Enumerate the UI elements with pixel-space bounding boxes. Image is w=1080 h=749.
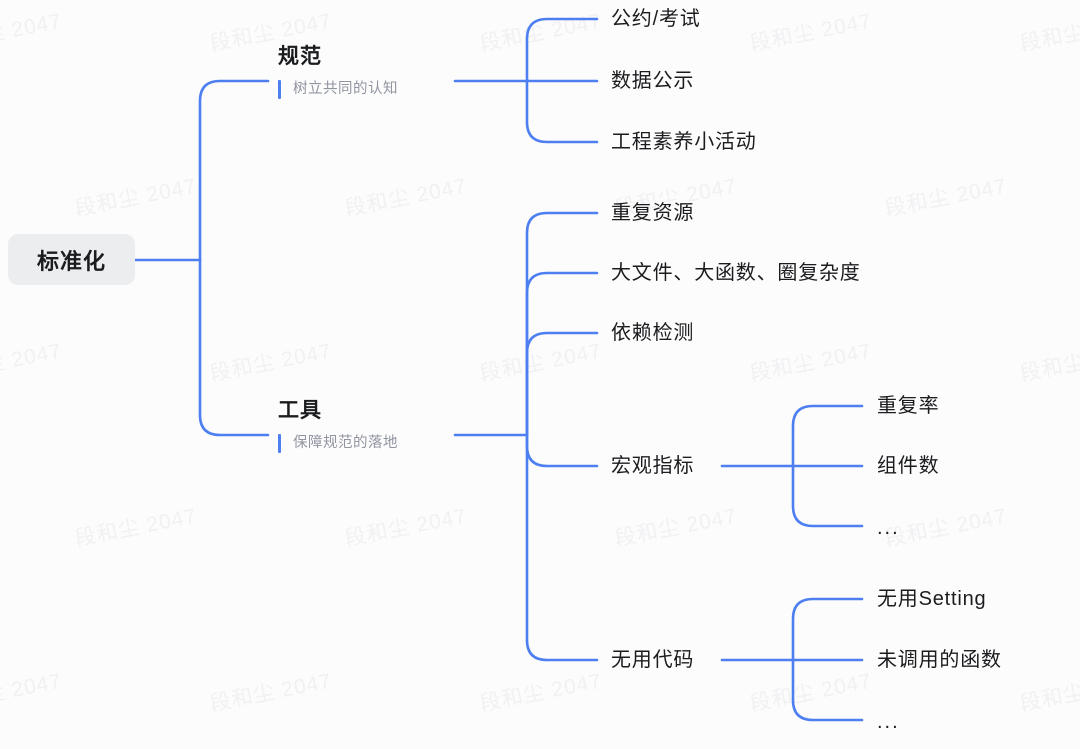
leaf-node-gongyue-kaoshi[interactable]: 公约/考试 — [611, 8, 701, 30]
branch-subtitle-gongju-text: 保障规范的落地 — [293, 434, 398, 451]
branch-title-guifan: 规范 — [278, 45, 322, 68]
root-node-label: 标准化 — [36, 248, 106, 274]
branch-node-guifan[interactable]: 规范 树立共同的认知 — [278, 44, 398, 99]
leaf-node-yilai-jiance[interactable]: 依赖检测 — [611, 322, 695, 344]
subtitle-accent-bar — [278, 433, 281, 453]
leaf-node-wuyong-more[interactable]: ... — [877, 711, 900, 733]
leaf-node-weidiaoyong-hanshu[interactable]: 未调用的函数 — [877, 649, 1002, 671]
subtitle-accent-bar — [278, 79, 281, 99]
branch-subtitle-guifan-text: 树立共同的认知 — [293, 80, 398, 97]
leaf-node-wuyong-daima[interactable]: 无用代码 — [611, 649, 695, 671]
branch-node-gongju[interactable]: 工具 保障规范的落地 — [278, 398, 398, 453]
leaf-node-zujianshu[interactable]: 组件数 — [877, 455, 940, 477]
leaf-node-gongcheng-suyang[interactable]: 工程素养小活动 — [611, 131, 757, 153]
leaf-node-wuyong-setting[interactable]: 无用Setting — [877, 588, 987, 610]
branch-title-gongju: 工具 — [278, 399, 322, 422]
leaf-node-dawenjian[interactable]: 大文件、大函数、圈复杂度 — [611, 262, 861, 284]
leaf-node-hongguan-zhibiao[interactable]: 宏观指标 — [611, 455, 695, 477]
leaf-node-shuju-gongshi[interactable]: 数据公示 — [611, 70, 695, 92]
root-node[interactable]: 标准化 — [8, 234, 135, 285]
leaf-node-chongfu-ziyuan[interactable]: 重复资源 — [611, 202, 695, 224]
leaf-node-hongguan-more[interactable]: ... — [877, 517, 900, 539]
leaf-node-chongfulv[interactable]: 重复率 — [877, 395, 940, 417]
branch-subtitle-gongju: 保障规范的落地 — [278, 433, 398, 453]
branch-subtitle-guifan: 树立共同的认知 — [278, 79, 398, 99]
